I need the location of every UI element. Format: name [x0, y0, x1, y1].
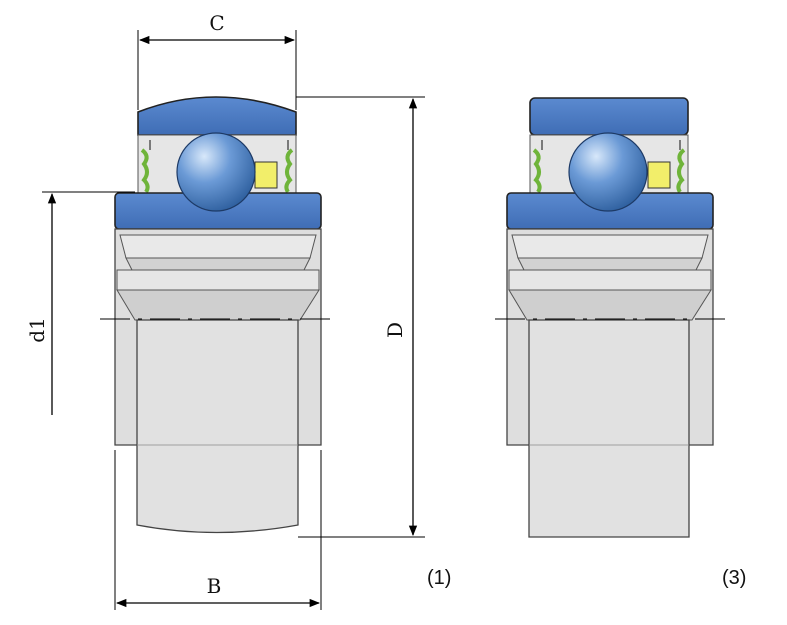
- bearing-3: [495, 97, 725, 538]
- extended-inner-ring: [136, 319, 299, 534]
- seal-left-3: [532, 148, 542, 194]
- label-d: D: [383, 322, 407, 338]
- cage-3: [647, 161, 671, 189]
- outer-ring-top-3: [529, 97, 689, 136]
- seal-right-3: [676, 148, 686, 194]
- ball: [176, 132, 256, 212]
- label-d1: d1: [25, 317, 49, 343]
- cage: [254, 161, 278, 189]
- dimension-c: C: [137, 11, 297, 110]
- label-b: B: [207, 574, 222, 598]
- dimension-d1: d1: [25, 191, 135, 415]
- seal-left: [140, 148, 150, 194]
- ball-3: [568, 132, 648, 212]
- seal-right: [284, 148, 294, 194]
- dimension-b: B: [114, 450, 322, 610]
- dimension-d: D: [296, 96, 425, 538]
- caption-1: (1): [427, 567, 451, 589]
- label-c: C: [209, 11, 224, 35]
- caption-3: (3): [722, 567, 746, 589]
- extended-inner-ring-3: [528, 319, 690, 538]
- outer-ring-top: [137, 96, 297, 136]
- bearing-1: [100, 96, 330, 534]
